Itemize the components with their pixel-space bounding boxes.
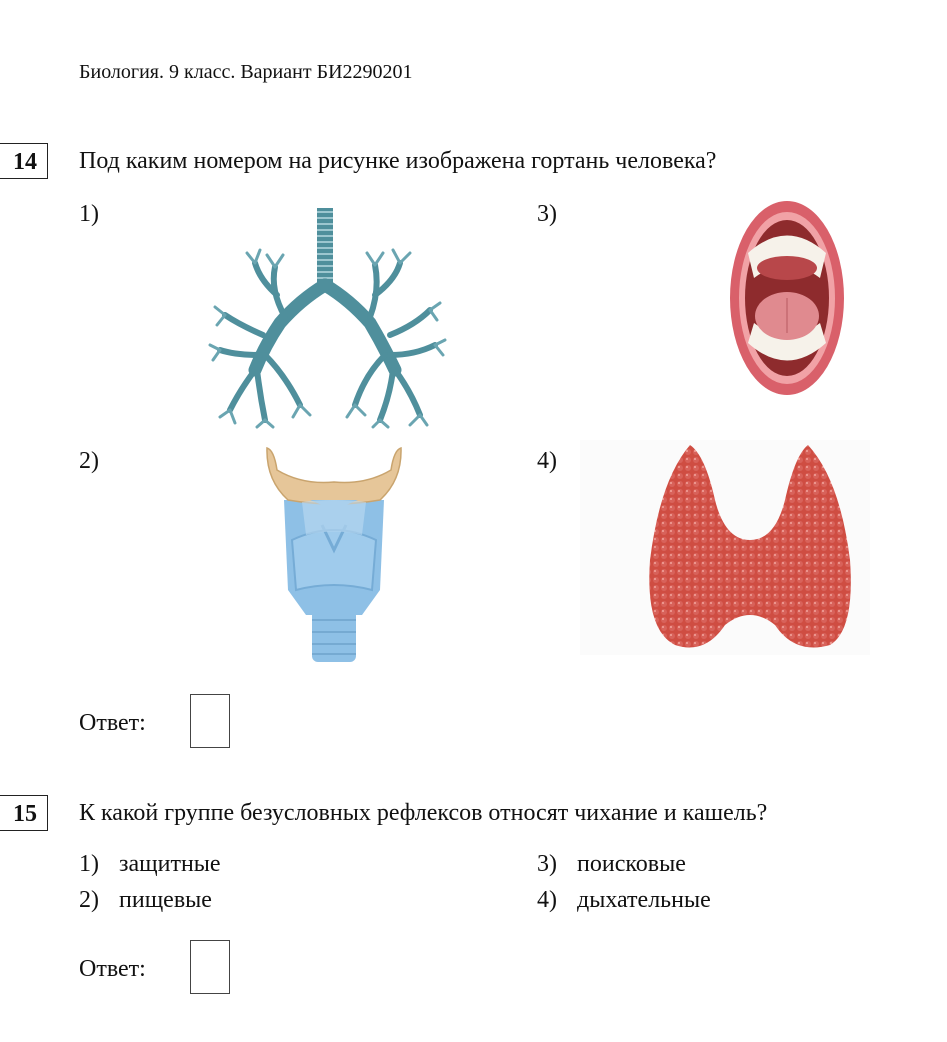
answer-label-14: Ответ: [79,710,146,736]
thyroid-gland-image [649,445,851,648]
option-2: 2) пищевые [79,887,212,914]
option-2-text: пищевые [119,887,212,913]
option-4-text: дыхательные [577,887,711,913]
option-1: 1) защитные [79,851,221,878]
option-3-text: поисковые [577,851,686,877]
option-4: 4) дыхательные [537,887,711,914]
option-3-label: 3) [537,851,557,877]
open-mouth-image [730,201,844,395]
option-3: 3) поисковые [537,851,686,878]
question-number-15: 15 [0,795,48,831]
question-number-14: 14 [0,143,48,179]
option-4-label: 4) [537,887,557,913]
thyroid-image-frame [580,440,870,655]
option-label-1: 1) [79,201,99,227]
option-label-4: 4) [537,448,557,474]
larynx-image [266,447,402,662]
option-1-text: защитные [119,851,221,877]
answer-input-15[interactable] [190,940,230,994]
question-text-15: К какой группе безусловных рефлексов отн… [79,800,768,826]
answer-input-14[interactable] [190,694,230,748]
page-header: Биология. 9 класс. Вариант БИ2290201 [79,61,413,83]
option-label-2: 2) [79,448,99,474]
option-2-label: 2) [79,887,99,913]
option-label-3: 3) [537,201,557,227]
option-1-label: 1) [79,851,99,877]
bronchial-tree-image [208,208,447,429]
question-text-14: Под каким номером на рисунке изображена … [79,148,717,174]
answer-label-15: Ответ: [79,956,146,982]
